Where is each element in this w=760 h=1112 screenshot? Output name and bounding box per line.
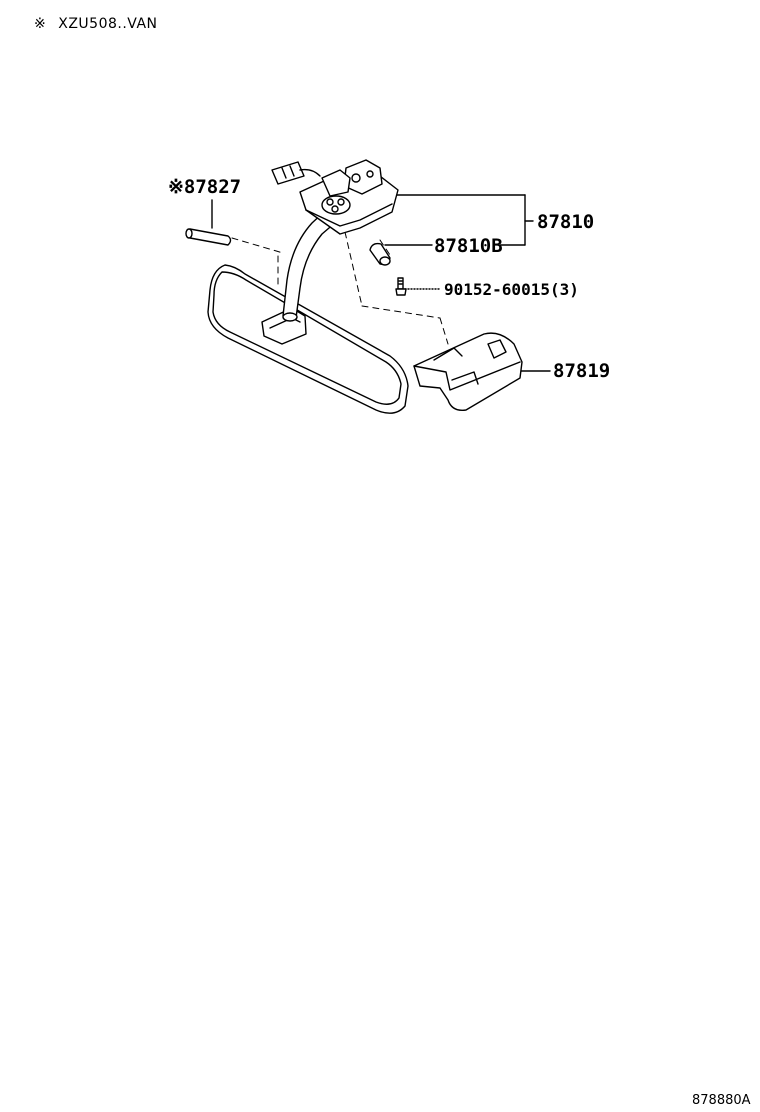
room-lamp-87810-drawing <box>271 159 399 235</box>
mirror-stay-drawing <box>282 209 337 322</box>
lens-cover-87819-drawing <box>413 332 523 411</box>
part-label-87810: 87810 <box>537 211 595 233</box>
assembly-dashed-lines <box>231 231 449 345</box>
mirror-body-drawing <box>207 264 409 414</box>
leader-lines <box>211 194 551 372</box>
part-label-87810b: 87810B <box>434 235 503 257</box>
part-label-87827: ※87827 <box>168 176 242 198</box>
part-label-90152-60015: 90152-60015(3) <box>444 280 579 299</box>
part-label-87819: 87819 <box>553 360 611 382</box>
note-symbol: ※ <box>34 16 47 32</box>
bulb-87827-drawing <box>185 228 232 246</box>
screw-90152-drawing <box>395 277 407 296</box>
figure-id: 878880A <box>692 1093 751 1108</box>
bulb-87810b-drawing <box>369 242 391 266</box>
applicability-note: ※ XZU508..VAN <box>34 16 158 32</box>
note-text: XZU508..VAN <box>58 16 158 32</box>
